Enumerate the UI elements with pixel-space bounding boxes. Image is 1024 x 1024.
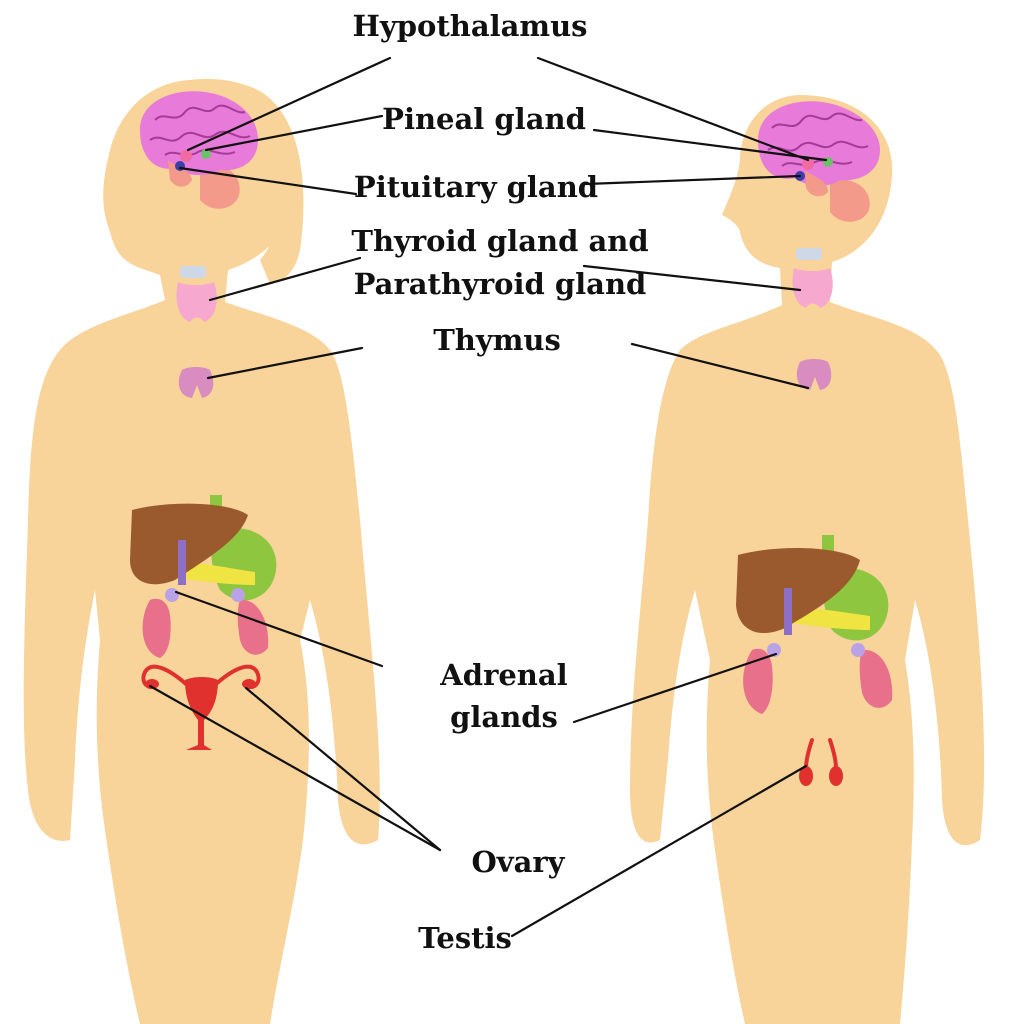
testis-icon — [829, 766, 843, 786]
adrenal-gland-icon — [231, 588, 245, 602]
male-abdomen — [736, 535, 893, 714]
female-abdomen — [130, 495, 277, 658]
leader-thyroid-female — [208, 256, 362, 302]
brain-icon — [758, 101, 880, 186]
pineal-gland-icon — [823, 157, 833, 167]
male-thyroid — [792, 248, 833, 308]
ovary-icon — [242, 679, 256, 689]
liver-icon — [130, 503, 248, 585]
label-adrenal: Adrenal — [439, 658, 567, 692]
brain-fold — [154, 104, 246, 121]
gallbladder-icon — [784, 588, 792, 635]
leader-ovary-female-left — [148, 684, 442, 852]
leader-pituitary-male — [584, 174, 802, 186]
hypothalamus-icon — [180, 150, 192, 162]
brain-fold — [149, 130, 251, 142]
hypothalamus-icon — [802, 158, 814, 170]
adrenal-gland-icon — [851, 643, 865, 657]
kidney-icon — [142, 598, 171, 658]
cerebellum-icon — [830, 179, 870, 222]
brain-fold — [767, 140, 869, 152]
leader-adrenal-male — [572, 652, 778, 724]
gallbladder-icon — [178, 540, 186, 585]
leader-ovary-female-right — [244, 686, 442, 852]
leader-pineal-female — [204, 114, 384, 152]
label-pineal-gland: Pineal gland — [382, 102, 586, 136]
label-thymus: Thymus — [433, 323, 561, 357]
brainstem-icon — [805, 170, 828, 197]
leader-thymus-male — [630, 342, 810, 390]
pancreas-icon — [175, 563, 255, 585]
leader-hypothalamus-female — [186, 56, 392, 152]
label-testis: Testis — [418, 921, 512, 955]
uterus-icon — [185, 677, 218, 750]
thyroid-gland-icon — [176, 282, 217, 322]
male-thymus-icon — [796, 359, 832, 390]
label-thyroid-gland: Thyroid gland and — [351, 224, 648, 258]
pineal-gland-icon — [201, 149, 211, 159]
leader-thymus-female — [206, 346, 364, 380]
brain-fold — [771, 112, 863, 129]
label-ovary: Ovary — [471, 845, 565, 879]
kidney-icon — [859, 649, 893, 708]
adrenal-gland-icon — [165, 588, 179, 602]
label-hypothalamus: Hypothalamus — [352, 9, 587, 43]
male-brain — [758, 101, 880, 222]
labels: Hypothalamus Pineal gland Pituitary glan… — [351, 9, 648, 955]
liver-icon — [736, 547, 860, 634]
brainstem-icon — [168, 160, 192, 187]
brain-fold — [164, 149, 236, 156]
label-glands: glands — [450, 700, 558, 734]
kidney-icon — [743, 648, 773, 714]
leader-pineal-male — [592, 128, 828, 162]
leader-thyroid-male — [582, 264, 802, 292]
testis-icon — [799, 766, 813, 786]
adrenal-gland-icon — [767, 643, 781, 657]
leader-testis-male — [510, 764, 808, 938]
female-brain — [140, 91, 258, 209]
leader-pituitary-female — [178, 166, 358, 196]
brain-fold — [781, 159, 853, 167]
female-thymus-icon — [178, 367, 214, 398]
female-thyroid — [176, 266, 217, 322]
leader-adrenal-female — [174, 590, 384, 668]
leader-lines — [148, 56, 828, 938]
label-pituitary-gland: Pituitary gland — [354, 170, 598, 204]
kidney-icon — [237, 599, 269, 655]
female-reproductive-system — [141, 664, 261, 750]
label-parathyroid-gland: Parathyroid gland — [354, 267, 647, 301]
larynx-icon — [796, 248, 822, 260]
thyroid-gland-icon — [792, 268, 833, 308]
leader-hypothalamus-male — [536, 56, 810, 162]
larynx-icon — [180, 266, 206, 278]
vas-deferens-icon — [828, 738, 838, 770]
ovary-icon — [145, 679, 159, 689]
